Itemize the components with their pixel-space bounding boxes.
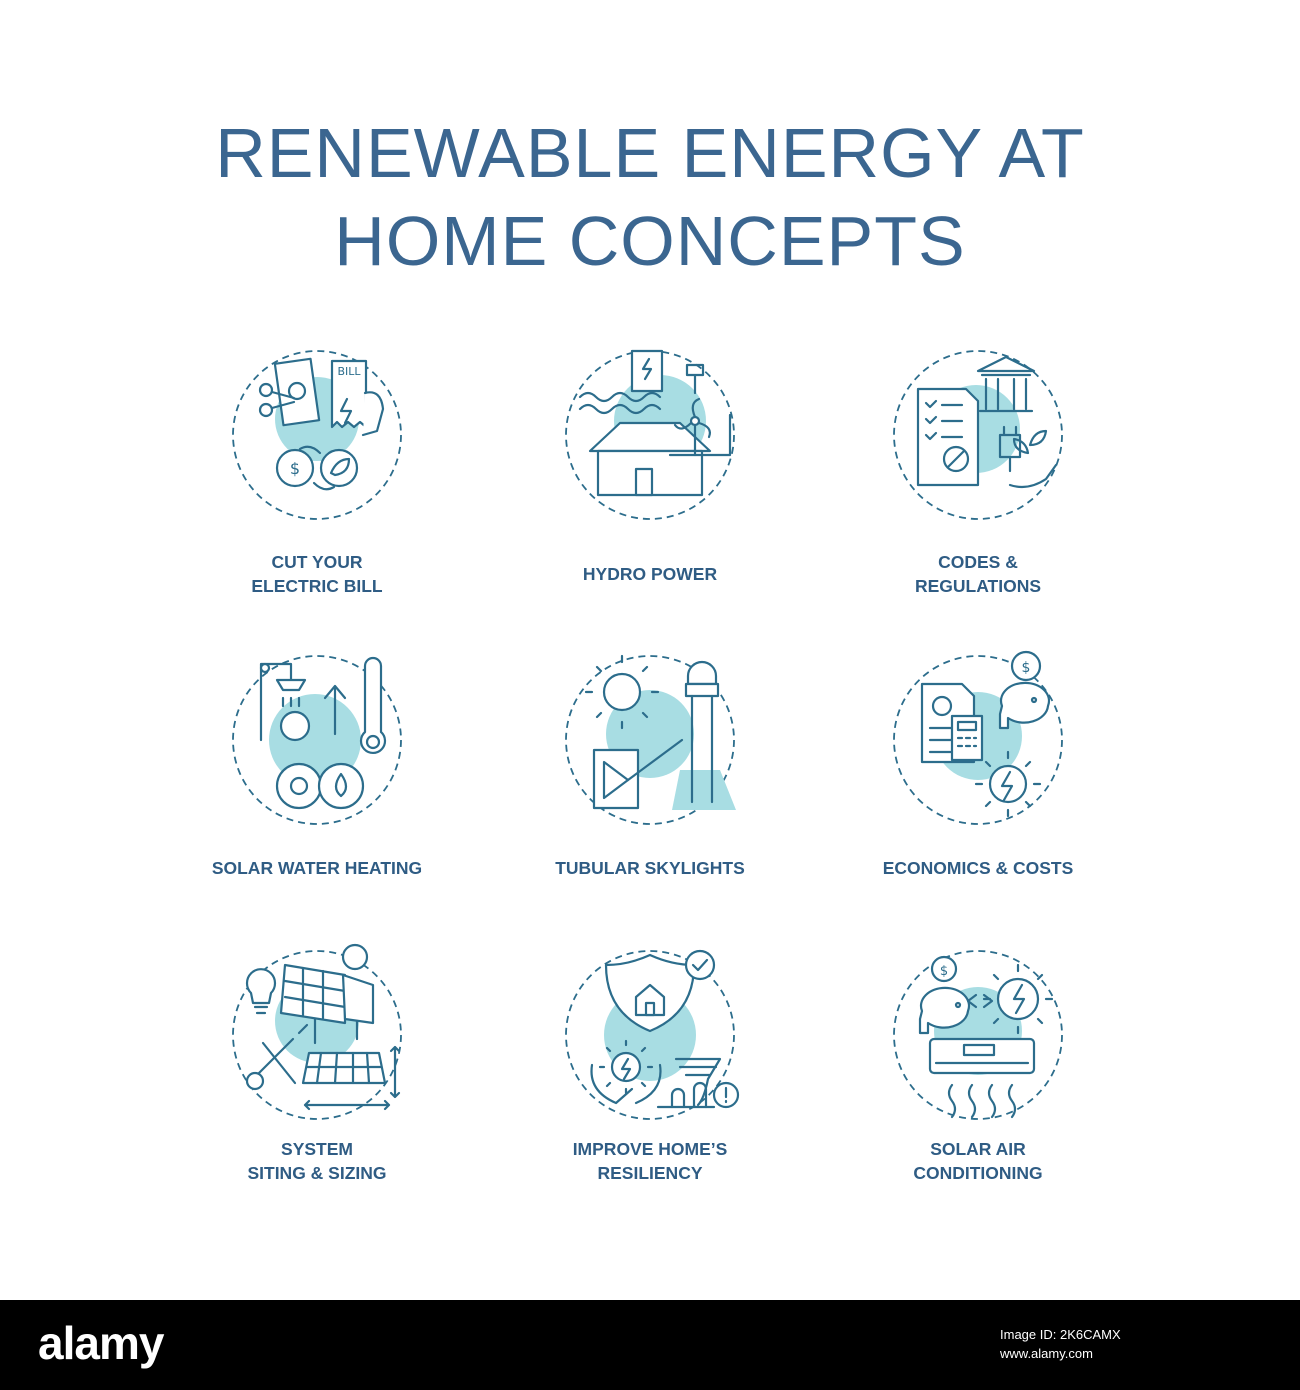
concept-label: CUT YOUR ELECTRIC BILL	[167, 550, 467, 598]
concept-label: IMPROVE HOME’S RESILIENCY	[500, 1137, 800, 1185]
concept-label-line-1: IMPROVE HOME’S	[572, 1139, 728, 1159]
concept-label-line-1: CODES &	[938, 552, 1018, 572]
hydro-power-icon	[565, 349, 735, 520]
bill-text: BILL	[337, 365, 361, 378]
concept-label-line-1: SYSTEM	[281, 1139, 353, 1159]
dollar-text: $	[1022, 660, 1031, 676]
concept-label: CODES & REGULATIONS	[828, 550, 1128, 598]
concept-label: SOLAR WATER HEATING	[167, 856, 467, 880]
concept-label-line-1: ECONOMICS & COSTS	[882, 858, 1074, 878]
system-siting-sizing-icon	[232, 943, 402, 1120]
concept-label-line-2: ELECTRIC BILL	[251, 576, 383, 596]
concept-label-line-1: SOLAR WATER HEATING	[211, 858, 423, 878]
page-title-line-1: RENEWABLE ENERGY AT	[215, 114, 1085, 192]
cut-electric-bill-icon: BILL $	[232, 350, 402, 520]
poster: RENEWABLE ENERGY AT HOME CONCEPTS BILL	[167, 114, 1128, 1185]
site-url: www.alamy.com	[1000, 1346, 1093, 1361]
concept-label: ECONOMICS & COSTS	[828, 856, 1128, 880]
concept-label: TUBULAR SKYLIGHTS	[500, 856, 800, 880]
page-title-line-2: HOME CONCEPTS	[334, 202, 966, 280]
concept-label-line-2: CONDITIONING	[913, 1163, 1043, 1183]
concept-label-line-2: RESILIENCY	[597, 1163, 703, 1183]
concept-label-line-1: SOLAR AIR	[930, 1139, 1026, 1159]
alamy-logo: alamy	[38, 1317, 164, 1369]
concept-label-line-1: HYDRO POWER	[582, 564, 718, 584]
concept-label: HYDRO POWER	[500, 562, 800, 586]
concept-label-line-1: CUT YOUR	[271, 552, 363, 572]
codes-regulations-icon	[893, 350, 1063, 520]
solar-water-heating-icon	[232, 655, 402, 825]
concept-label: SOLAR AIR CONDITIONING	[828, 1137, 1128, 1185]
footer-info: Image ID: 2K6CAMX www.alamy.com	[1000, 1325, 1260, 1363]
watermark-footer	[0, 1300, 1300, 1390]
home-resiliency-icon	[565, 949, 740, 1120]
dollar-text: $	[940, 964, 948, 979]
economics-costs-icon: $	[893, 650, 1063, 825]
concept-label-line-1: TUBULAR SKYLIGHTS	[555, 858, 745, 878]
concept-label-line-2: REGULATIONS	[914, 576, 1042, 596]
image-id: Image ID: 2K6CAMX	[1000, 1327, 1121, 1342]
concept-label-line-2: SITING & SIZING	[247, 1163, 387, 1183]
tubular-skylights-icon	[565, 654, 736, 825]
solar-air-conditioning-icon: $	[893, 950, 1063, 1120]
dollar-text: $	[290, 459, 300, 478]
concept-label: SYSTEM SITING & SIZING	[167, 1137, 467, 1185]
